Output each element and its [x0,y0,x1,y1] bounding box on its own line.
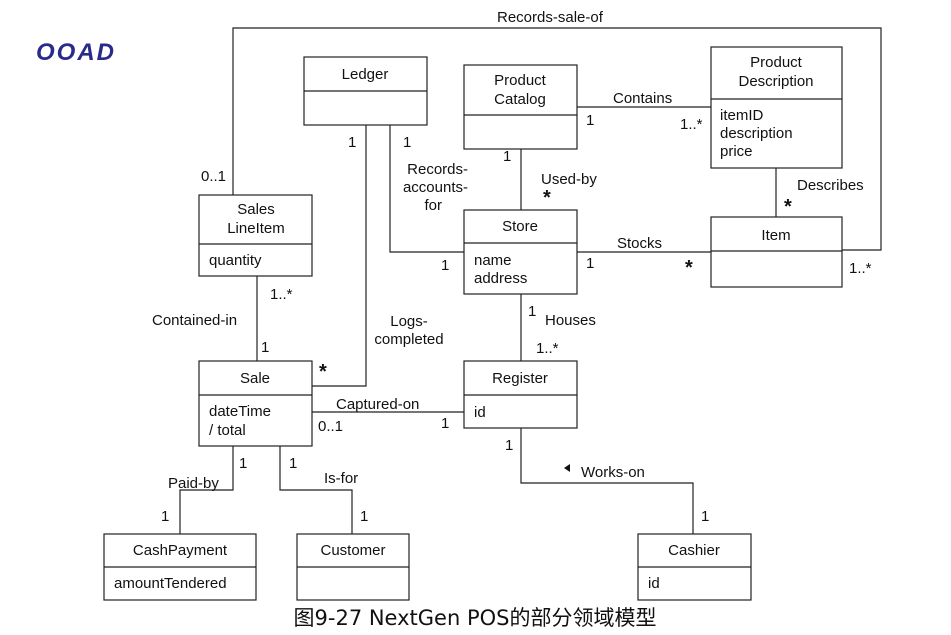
multiplicity-sale-logs: * [319,361,327,383]
multiplicity-cashier-workson: 1 [701,508,709,525]
class-name: CashPayment [133,542,228,559]
multiplicity-lineitem-top: 0..1 [201,168,226,185]
class-register: Register id [463,360,578,429]
class-name: Sale [240,370,270,387]
multiplicity-customer-isfor: 1 [360,508,368,525]
logs-completed-line [312,125,367,387]
class-name: Ledger [342,66,389,83]
class-product-catalog: Product Catalog [463,64,578,150]
multiplicity-store-usedby: * [543,187,551,209]
attribute: description [720,125,793,142]
multiplicity-sale-isfor: 1 [289,455,297,472]
class-name-line1: Product [494,72,547,89]
label-stocks: Stocks [617,235,662,252]
label-contains: Contains [613,90,672,107]
multiplicity-sale-contained: 1 [261,339,269,356]
records-accounts-for-line [389,125,464,253]
class-store: Store name address [463,209,578,295]
class-sale: Sale dateTime / total [198,360,313,447]
label-logs-completed-2: completed [374,331,443,348]
label-is-for: Is-for [324,470,358,487]
multiplicity-store-houses: 1 [528,303,536,320]
class-name-line1: Sales [237,201,275,218]
class-cash-payment: CashPayment amountTendered [103,533,257,601]
label-captured-on: Captured-on [336,396,419,413]
label-paid-by: Paid-by [168,475,219,492]
class-cashier: Cashier id [637,533,752,601]
multiplicity-sale-paid: 1 [239,455,247,472]
class-product-description: Product Description itemID description p… [710,46,843,169]
label-records-accounts-for-3: for [424,197,442,214]
multiplicity-register-houses: 1..* [536,340,559,357]
multiplicity-desc-describes: * [784,196,792,218]
multiplicity-catalog-usedby: 1 [503,148,511,165]
multiplicity-desc-contains: 1..* [680,116,703,133]
multiplicity-ledger-logs: 1 [348,134,356,151]
class-sales-lineitem: Sales LineItem quantity [198,194,313,277]
label-works-on: Works-on [581,464,645,481]
multiplicity-lineitem-contained: 1..* [270,286,293,303]
attribute: name [474,252,512,269]
multiplicity-item-records-sale: 1..* [849,260,872,277]
class-name-line2: Description [738,73,813,90]
class-name: Item [761,227,790,244]
attribute: id [474,404,486,421]
multiplicity-cashpayment-paid: 1 [161,508,169,525]
attribute: address [474,270,527,287]
paid-by-line [179,446,234,534]
class-name-line2: LineItem [227,220,285,237]
multiplicity-item-stocks: * [685,257,693,279]
label-houses: Houses [545,312,596,329]
multiplicity-sale-captured: 0..1 [318,418,343,435]
figure-caption: 图9-27 NextGen POS的部分领域模型 [294,606,657,630]
multiplicity-store-stocks: 1 [586,255,594,272]
label-records-accounts-for-2: accounts- [403,179,468,196]
class-name-line1: Product [750,54,803,71]
works-on-direction-arrow [564,464,570,472]
attribute: price [720,143,753,160]
attribute: quantity [209,252,262,269]
multiplicity-register-workson: 1 [505,437,513,454]
multiplicities: 0..1 1..* 1 1 1 1..* 1 * * 1 1 * 1..* 1 … [161,112,872,525]
label-logs-completed-1: Logs- [390,313,428,330]
ooad-logo: OOAD [36,39,116,66]
multiplicity-register-captured: 1 [441,415,449,432]
class-item: Item [710,216,843,288]
is-for-line [279,446,353,534]
label-contained-in: Contained-in [152,312,237,329]
association-lines [179,27,882,534]
association-labels: Records-sale-of Contains Used-by Describ… [152,9,864,492]
attribute: amountTendered [114,575,227,592]
attribute: itemID [720,107,764,124]
class-name: Register [492,370,548,387]
attribute: / total [209,422,246,439]
class-name: Customer [320,542,385,559]
works-on-line [520,428,694,534]
class-customer: Customer [296,533,410,601]
records-sale-of-line [232,27,882,251]
label-describes: Describes [797,177,864,194]
label-used-by: Used-by [541,171,597,188]
multiplicity-ledger-records: 1 [403,134,411,151]
multiplicity-store-records: 1 [441,257,449,274]
multiplicity-catalog-contains: 1 [586,112,594,129]
attribute: dateTime [209,403,271,420]
class-name-line2: Catalog [494,91,546,108]
class-ledger: Ledger [303,56,428,126]
label-records-accounts-for-1: Records- [407,161,468,178]
class-name: Cashier [668,542,720,559]
label-records-sale-of: Records-sale-of [497,9,604,26]
attribute: id [648,575,660,592]
class-name: Store [502,218,538,235]
